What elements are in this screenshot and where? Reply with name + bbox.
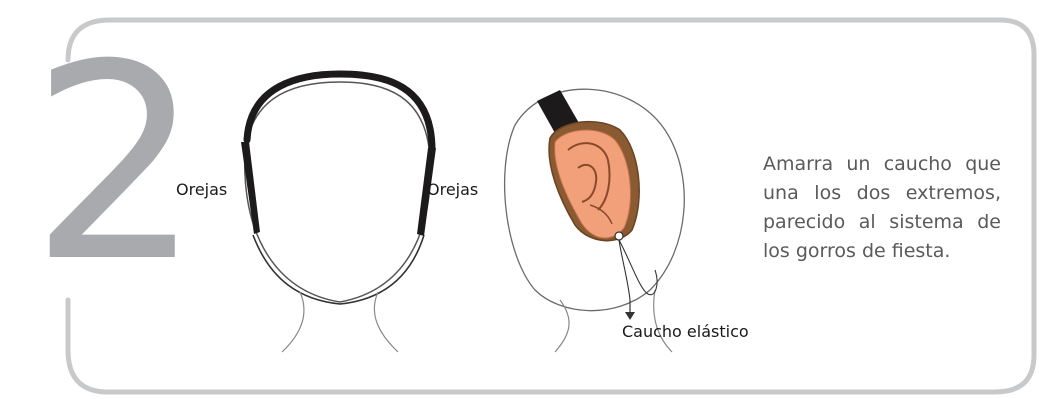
neck-left bbox=[282, 292, 304, 352]
elastic-label: Caucho elástico bbox=[622, 324, 749, 340]
side-neck-right bbox=[654, 290, 672, 352]
headband-strap-left bbox=[241, 142, 260, 234]
elastic-cord-down bbox=[619, 240, 630, 300]
side-view-head bbox=[505, 89, 685, 352]
step-number: 2 bbox=[30, 44, 180, 284]
headband-front bbox=[247, 74, 432, 150]
ear-skin bbox=[555, 130, 631, 238]
elastic-arrow-head bbox=[625, 312, 635, 320]
ears-label-side: Orejas bbox=[427, 182, 478, 198]
neck-right bbox=[374, 292, 398, 352]
step-instruction: Amarra un caucho que una los dos extremo… bbox=[763, 150, 1001, 266]
elastic-anchor-point bbox=[615, 232, 623, 240]
front-view-head bbox=[241, 74, 436, 352]
ears-label-front: Orejas bbox=[176, 182, 227, 198]
